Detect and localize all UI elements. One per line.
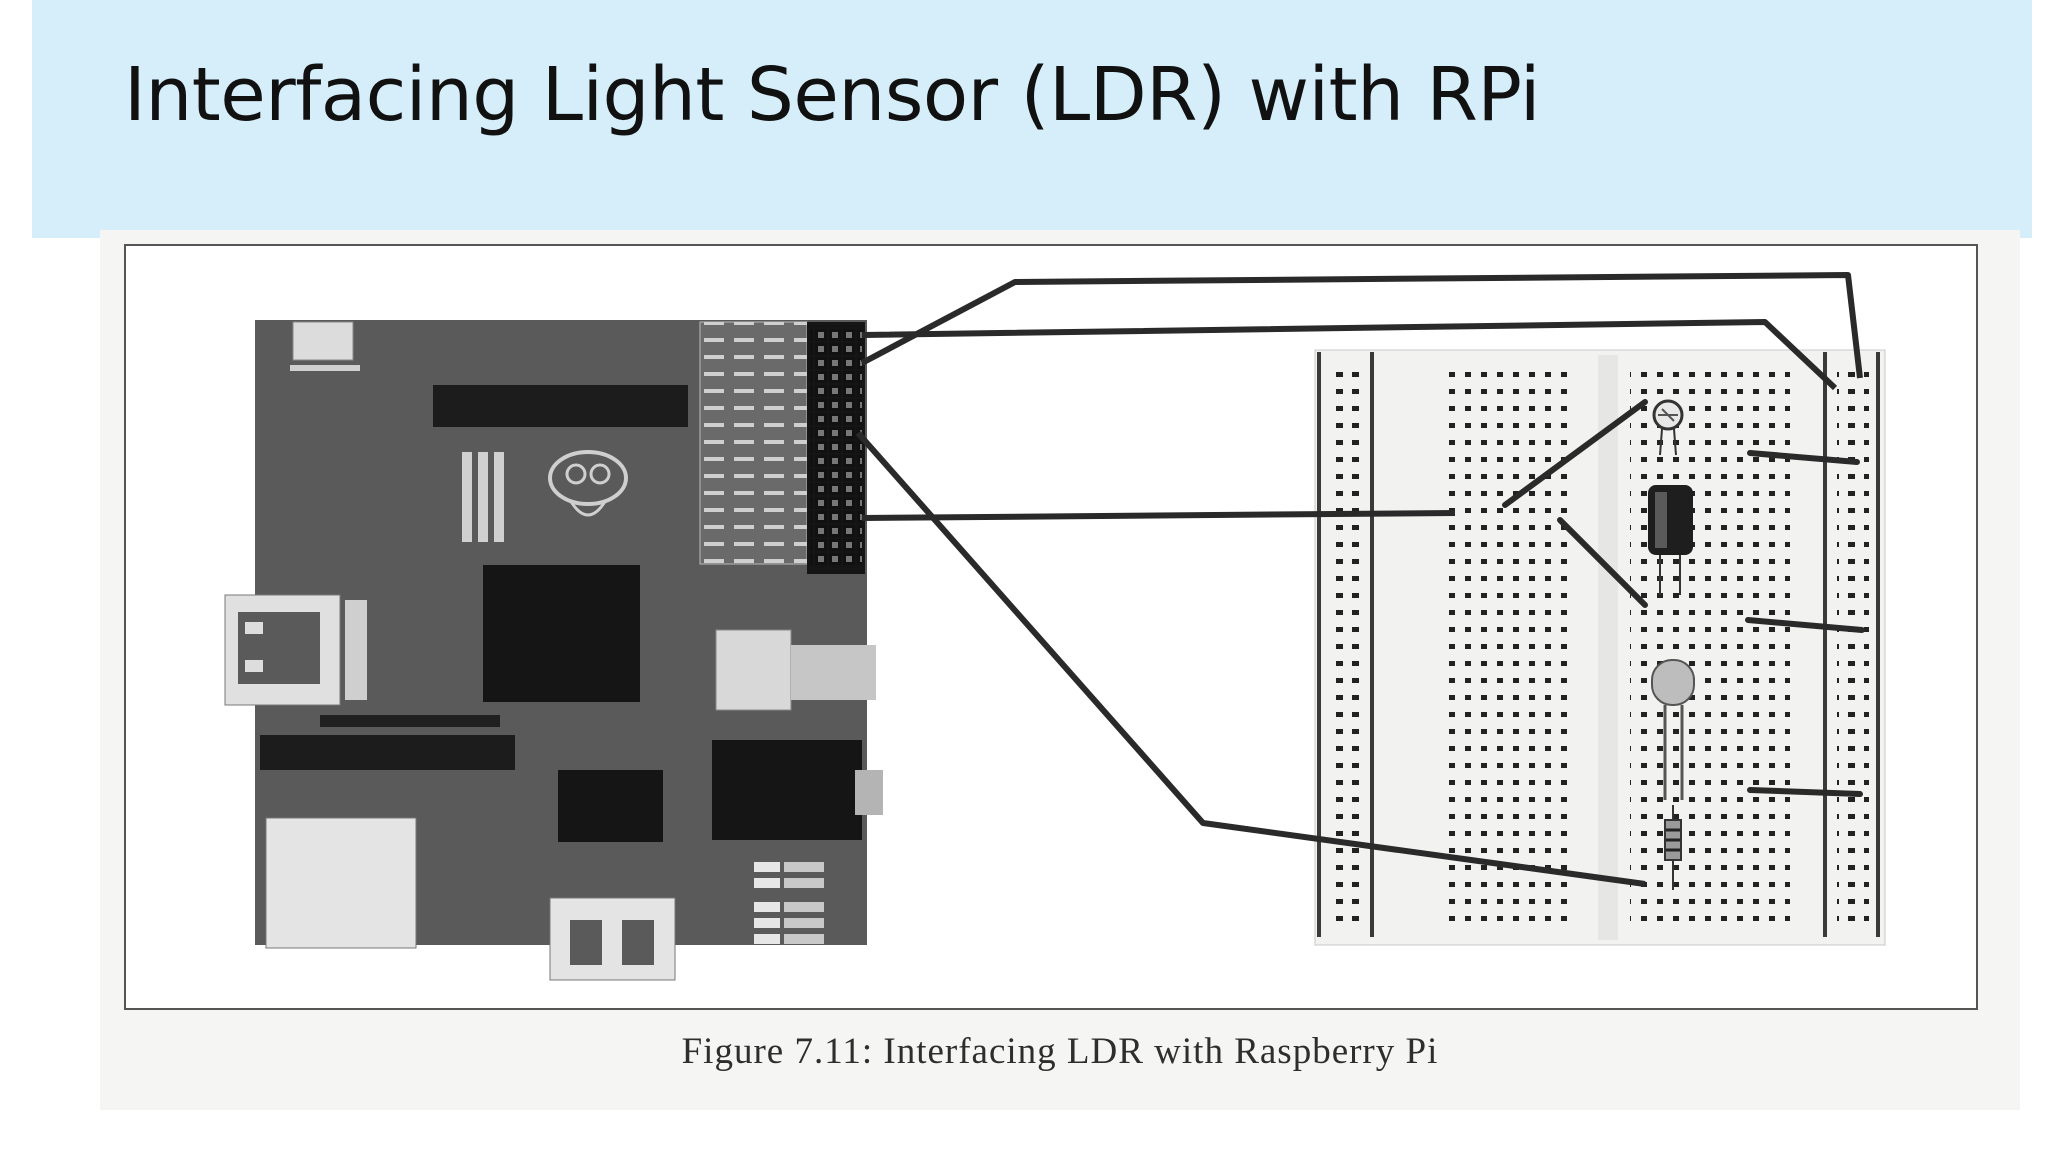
gpio-wires [855, 272, 1863, 887]
terminal-block-left [1440, 360, 1568, 930]
usb-port-bottom [549, 897, 676, 981]
figure-area: Figure 7.11: Interfacing LDR with Raspbe… [100, 230, 2020, 1110]
ethernet-port [265, 817, 417, 949]
display-connector [433, 385, 688, 427]
rca-connector [715, 629, 792, 711]
left-power-rail [1334, 365, 1366, 930]
audio-jack [712, 740, 862, 840]
status-leds [754, 862, 824, 944]
title-band [32, 0, 2032, 238]
ldr-wiring-diagram: Figure 7.11: Interfacing LDR with Raspbe… [124, 244, 1978, 1072]
slide-title: Interfacing Light Sensor (LDR) with RPi [124, 52, 1540, 138]
usb-controller-chip [558, 770, 663, 842]
figure-caption: Figure 7.11: Interfacing LDR with Raspbe… [681, 1031, 1439, 1072]
soc-chip [483, 565, 640, 702]
ldr-sensor [1652, 399, 1684, 456]
capacitor [1648, 485, 1693, 595]
resistor [1664, 805, 1682, 890]
camera-connector [260, 735, 515, 770]
raspberry-pi-board [224, 320, 883, 981]
power-port [292, 321, 354, 361]
right-power-rail [1837, 365, 1869, 930]
terminal-block-right [1630, 360, 1790, 930]
breadboard [1314, 349, 1886, 946]
led [1651, 659, 1695, 800]
breadboard-jumpers [1502, 399, 1865, 797]
raspberry-logo-icon [462, 450, 628, 542]
